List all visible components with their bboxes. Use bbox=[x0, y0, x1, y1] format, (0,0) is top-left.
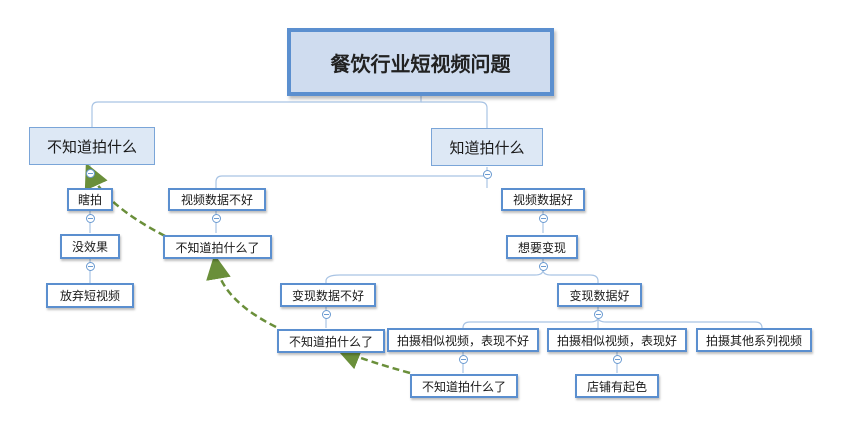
node-label: 变现数据不好 bbox=[291, 288, 364, 303]
node-label: 变现数据好 bbox=[569, 288, 630, 303]
root-node[interactable]: 餐饮行业短视频问题 bbox=[287, 28, 554, 96]
node-label: 知道拍什么 bbox=[449, 138, 525, 157]
node-know[interactable]: 知道拍什么 bbox=[431, 128, 543, 166]
node-label: 拍摄相似视频，表现不好 bbox=[396, 333, 529, 348]
node-dont-know[interactable]: 不知道拍什么 bbox=[29, 127, 155, 165]
collapse-toggle-icon[interactable] bbox=[86, 214, 95, 223]
connector-mgood-1 bbox=[462, 306, 599, 329]
node-bad-data[interactable]: 视频数据不好 bbox=[168, 188, 266, 211]
node-random-shoot[interactable]: 瞎拍 bbox=[67, 188, 113, 211]
node-monetize-bad[interactable]: 变现数据不好 bbox=[280, 283, 376, 307]
collapse-toggle-icon[interactable] bbox=[594, 310, 603, 319]
node-good-data[interactable]: 视频数据好 bbox=[501, 188, 585, 211]
collapse-toggle-icon[interactable] bbox=[322, 310, 331, 319]
node-monetize-good[interactable]: 变现数据好 bbox=[557, 283, 642, 307]
node-store-improve[interactable]: 店铺有起色 bbox=[575, 374, 659, 398]
node-dont-know-again-1[interactable]: 不知道拍什么了 bbox=[163, 235, 272, 259]
node-label: 没效果 bbox=[71, 240, 108, 254]
connector-root-right bbox=[421, 101, 488, 128]
node-other-series[interactable]: 拍摄其他系列视频 bbox=[696, 328, 812, 352]
connector-right-bad bbox=[215, 167, 488, 188]
feedback-arrow-1 bbox=[84, 162, 166, 238]
root-label: 餐饮行业短视频问题 bbox=[330, 51, 511, 76]
node-label: 不知道拍什么了 bbox=[175, 240, 260, 255]
node-dont-know-again-3[interactable]: 不知道拍什么了 bbox=[410, 374, 518, 398]
collapse-toggle-icon[interactable] bbox=[539, 214, 548, 223]
connector-mbad bbox=[325, 259, 544, 284]
node-label: 瞎拍 bbox=[77, 193, 102, 207]
connector-mgood-3 bbox=[597, 316, 763, 329]
collapse-toggle-icon[interactable] bbox=[483, 170, 492, 179]
node-label: 想要变现 bbox=[517, 240, 566, 255]
node-dont-know-again-2[interactable]: 不知道拍什么了 bbox=[277, 329, 385, 353]
node-no-effect[interactable]: 没效果 bbox=[60, 234, 120, 259]
node-monetize[interactable]: 想要变现 bbox=[506, 235, 578, 259]
node-similar-good[interactable]: 拍摄相似视频，表现好 bbox=[547, 328, 687, 352]
node-label: 视频数据好 bbox=[512, 193, 573, 207]
connector-mgood bbox=[542, 269, 599, 284]
node-label: 不知道拍什么了 bbox=[421, 379, 506, 394]
collapse-toggle-icon[interactable] bbox=[459, 355, 468, 364]
collapse-toggle-icon[interactable] bbox=[212, 214, 221, 223]
node-label: 不知道拍什么了 bbox=[288, 334, 373, 349]
node-label: 店铺有起色 bbox=[586, 379, 647, 394]
node-label: 拍摄相似视频，表现好 bbox=[556, 333, 677, 348]
feedback-arrow-2 bbox=[206, 254, 277, 329]
node-label: 不知道拍什么 bbox=[46, 137, 137, 156]
collapse-toggle-icon[interactable] bbox=[539, 262, 548, 271]
connector-root-left bbox=[91, 96, 422, 128]
node-similar-bad[interactable]: 拍摄相似视频，表现不好 bbox=[387, 328, 539, 352]
node-label: 拍摄其他系列视频 bbox=[705, 333, 802, 348]
node-label: 放弃短视频 bbox=[59, 289, 120, 303]
node-label: 视频数据不好 bbox=[180, 193, 253, 207]
feedback-arrow-3 bbox=[335, 345, 411, 375]
collapse-toggle-icon[interactable] bbox=[86, 262, 95, 271]
node-give-up[interactable]: 放弃短视频 bbox=[46, 283, 134, 308]
collapse-toggle-icon[interactable] bbox=[613, 355, 622, 364]
collapse-toggle-icon[interactable] bbox=[86, 169, 95, 178]
